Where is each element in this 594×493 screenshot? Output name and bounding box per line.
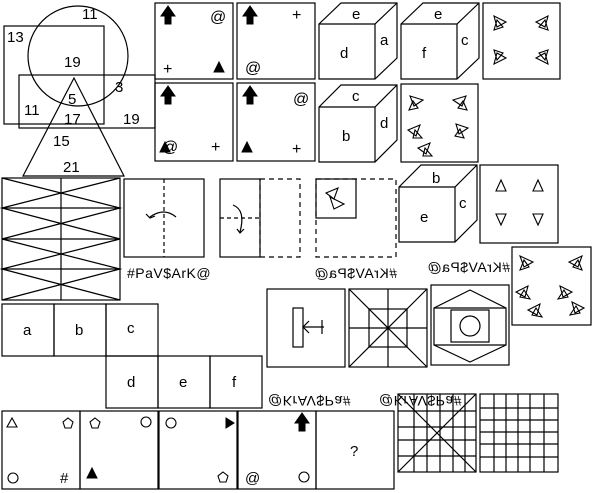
string-option: #KrAV$Pa@ [427,259,510,275]
plus-symbol: + [292,7,301,24]
arrow-up-icon [160,5,176,25]
cube-face-label: d [380,115,388,132]
net-face-label: c [127,320,135,337]
grid-figure-2 [479,393,559,473]
cube-labels: e d a e f c c b d b e c [340,6,469,226]
venn-label: 5 [68,91,76,108]
string-option: @KrAV$Pa# [379,393,462,409]
cube-face-label: c [352,88,360,105]
filled-triangle-icon [241,140,253,153]
string-option: @KrAV$Pa# [268,393,351,409]
cube-face-label: e [434,6,442,23]
cube-face-label: e [420,209,428,226]
solid-marks [86,5,310,479]
arrow-up-icon [294,412,310,432]
cube-3 [318,84,398,163]
filled-triangle-icon [86,466,98,479]
at-symbol: @ [245,470,260,487]
venn-label: 17 [64,111,81,128]
triangle-square-3 [479,164,559,244]
cube-face-label: d [340,45,348,62]
at-symbol: @ [293,91,309,108]
net-face-label: d [127,374,135,391]
triangle-square-4 [511,246,592,326]
venn-labels: 11 13 19 3 11 5 17 19 15 21 [7,6,140,176]
mirror-box-arrow [266,288,346,368]
filled-triangle-icon [225,417,235,429]
plus-symbol: + [292,141,301,158]
grid-figure-1 [397,393,477,473]
mirror-box-cross [348,288,428,368]
cube-1 [318,2,398,80]
net-face-label: a [23,322,32,339]
question-mark: ? [350,443,358,460]
arrow-up-icon [242,5,258,25]
arrow-up-icon [242,85,258,105]
triangle-pairs [324,14,586,318]
venn-label: 19 [64,54,81,71]
net-face-label: f [232,374,237,391]
net-labels: a b c d e f [23,320,237,391]
cube-face-label: b [432,170,440,187]
venn-diagram [3,5,156,177]
venn-label: 11 [82,6,98,23]
symbol-square-4 [236,82,316,162]
symbol-square-3 [154,82,234,162]
cube-2 [400,2,480,80]
fold-step-1 [123,178,205,258]
cube-face-label: f [422,45,427,62]
mirror-strings: #PaV$ArK@ #KrAV$Pa@ #KrAV$Pa@ @KrAV$Pa# … [127,259,510,409]
triangle-square-2 [400,83,479,163]
net-face-label: e [179,374,187,391]
at-symbol: @ [245,60,261,77]
symbol-square-1 [154,2,234,80]
series-box-2 [79,410,159,490]
venn-label: 11 [24,102,40,119]
filled-triangle-icon [213,60,225,73]
fold-step-3 [315,178,397,258]
string-option: #KrAV$Pa@ [314,265,397,281]
cube-4 [398,164,478,243]
hash-symbol: # [60,470,69,487]
venn-label: 19 [123,111,140,128]
venn-label: 15 [53,133,70,150]
venn-label: 21 [63,159,80,176]
cube-face-label: e [352,6,360,23]
cube-face-label: a [380,32,389,49]
cube-face-label: c [459,195,467,212]
triangle-square-1 [482,2,561,80]
at-symbol: @ [210,9,226,26]
string-option: #PaV$ArK@ [127,265,211,281]
symbol-square-2 [236,2,316,80]
cube-face-label: c [461,32,469,49]
cube-face-label: b [342,128,350,145]
envelope-pattern [0,177,123,301]
venn-label: 13 [7,29,24,46]
mirror-box-circle [430,284,510,366]
series-labels: # @ ? [60,443,358,487]
arrow-up-icon [160,85,176,105]
plus-symbol: + [211,139,220,156]
series-shapes [6,416,310,484]
net-face-label: b [75,322,83,339]
filled-triangle-icon [159,140,171,153]
fold-step-2 [219,178,301,258]
cube-net [1,303,263,409]
at-symbol: @ [162,139,178,156]
venn-label: 3 [115,79,123,96]
plus-symbol: + [163,61,172,78]
answer-box [315,410,395,490]
series-box-3 [158,410,238,490]
symbol-labels: @ + + @ @ @ + + [162,7,309,158]
